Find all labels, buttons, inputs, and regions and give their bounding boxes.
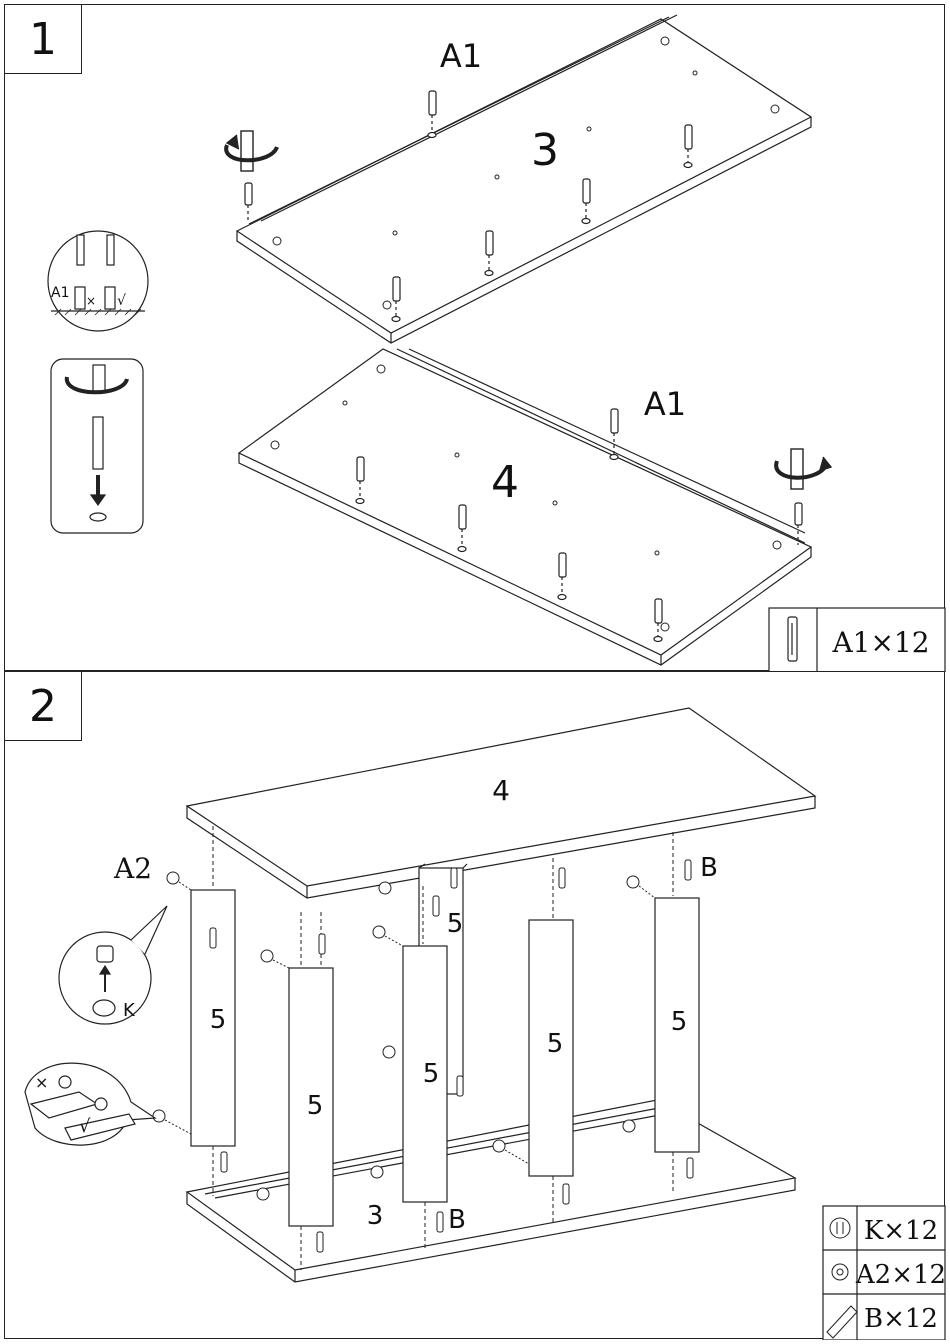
- inset-right-mark: √: [117, 293, 126, 309]
- leg-label: 5: [307, 1091, 324, 1121]
- panel-number-3: 3: [531, 125, 559, 176]
- leg-label: 5: [671, 1007, 688, 1037]
- part-label-b-bottom: B: [448, 1205, 466, 1235]
- panel-number-4: 4: [491, 457, 519, 508]
- cam-cover-inset: [59, 906, 167, 1024]
- step-2-panel: 2: [4, 671, 945, 1339]
- parts-list-b-count: B×12: [864, 1304, 938, 1334]
- inset-k-label: K: [123, 1000, 136, 1021]
- parts-list-a2-count: A2×12: [855, 1260, 946, 1290]
- panel-number-3: 3: [367, 1201, 384, 1231]
- cam-cover-icon: [830, 1218, 850, 1238]
- tool-inset-box: [51, 359, 143, 533]
- part-label-b-top: B: [700, 853, 718, 883]
- part-label-a1-top: A1: [440, 37, 482, 75]
- cam-lock-icon: [832, 1264, 848, 1280]
- cam-bolt-icon: [788, 617, 797, 661]
- step-1-panel: 1: [4, 4, 945, 671]
- inset-wrong-mark: ×: [86, 294, 96, 308]
- leg-label: 5: [547, 1029, 564, 1059]
- step-1-diagram: A1 3 A1 4 A1 × √ A1×12: [5, 5, 946, 672]
- inset-right-mark: √: [79, 1116, 91, 1137]
- panel-number-4: 4: [492, 774, 510, 807]
- parts-list-k-count: K×12: [864, 1216, 938, 1246]
- parts-list-a1-count: A1×12: [831, 626, 929, 659]
- screwdriver-icon-bottom: [776, 449, 831, 489]
- leg-label: 5: [447, 909, 464, 939]
- inset-part-label: A1: [51, 285, 69, 301]
- inset-wrong-mark: ×: [35, 1073, 48, 1092]
- tool-inset-circle: [48, 231, 148, 331]
- leg-label: 5: [210, 1005, 227, 1035]
- screwdriver-icon-top: [226, 131, 277, 171]
- part-label-a1-bottom: A1: [644, 385, 686, 423]
- part-label-a2: A2: [113, 852, 152, 885]
- leg-label: 5: [423, 1059, 440, 1089]
- step-2-diagram: 4 3 A2 B B 5 5 5 5 5 5 K × √ K×12 A2×12 …: [5, 672, 946, 1340]
